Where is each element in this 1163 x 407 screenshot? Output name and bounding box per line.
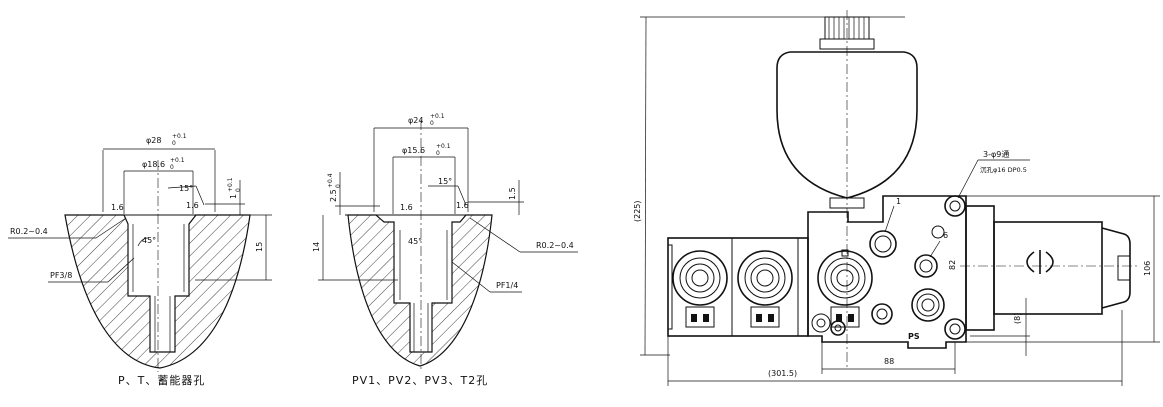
- section-b-depth-15: 1.5: [508, 187, 517, 200]
- section-a-caption: P、T、蓄能器孔: [118, 373, 205, 387]
- section-b-depth-25: 2.5: [329, 189, 338, 202]
- hole-note-1: 3-φ9通: [983, 149, 1009, 159]
- section-a-radius: R0.2~0.4: [10, 227, 48, 236]
- section-a-angle-45: 45°: [142, 236, 156, 245]
- dim-88: 88: [884, 357, 894, 366]
- section-b-dia-outer: φ24: [408, 116, 423, 125]
- section-b-dia-inner-tol-lower: 0: [436, 150, 440, 157]
- section-b-port-detail: φ24 +0.1 0 φ15.6 +0.1 0 15° 1.6 1.6 45° …: [312, 113, 578, 387]
- section-b-finish-2: 1.6: [456, 201, 469, 210]
- section-a-port-detail: φ28 +0.1 0 φ18.6 +0.1 0 15° 1.6 1.6 45° …: [8, 133, 272, 387]
- section-b-angle-15: 15°: [438, 177, 452, 186]
- section-b-dia-inner-tol-upper: +0.1: [436, 143, 451, 150]
- section-b-dia-inner: φ15.6: [402, 146, 425, 155]
- solenoid-coil-2: [737, 250, 793, 328]
- section-a-dia-inner-tol-lower: 0: [170, 164, 174, 171]
- section-b-depth-14: 14: [312, 242, 321, 252]
- section-a-finish-2: 1.6: [186, 201, 199, 210]
- motor: [960, 205, 1140, 331]
- section-a-depth-1: 1: [229, 194, 238, 199]
- section-b-dia-outer-tol-upper: +0.1: [430, 113, 445, 120]
- section-a-depth-15: 15: [255, 242, 264, 252]
- section-a-thread: PF3/8: [50, 271, 72, 280]
- section-b-depth-25-tol-upper: +0.4: [327, 173, 334, 188]
- section-a-dia-outer-tol-lower: 0: [172, 140, 176, 147]
- dim-8: (8): [1013, 313, 1022, 324]
- assembly-view: (225): [633, 10, 1160, 386]
- dim-height-total: (225): [633, 200, 642, 222]
- port-label-6: 6: [943, 231, 948, 240]
- port-fittings: [830, 195, 966, 340]
- section-b-depth-25-tol-lower: 0: [335, 184, 342, 188]
- section-b-angle-45: 45°: [408, 237, 422, 246]
- section-a-body: [64, 214, 251, 369]
- section-b-dia-outer-tol-lower: 0: [430, 120, 434, 127]
- dim-82: 82: [948, 260, 957, 270]
- solenoid-coil-1: [672, 250, 728, 328]
- port-label-1: 1: [896, 197, 901, 206]
- dim-width-total: (301.5): [768, 369, 797, 378]
- section-a-dia-inner-tol-upper: +0.1: [170, 157, 185, 164]
- section-b-caption: PV1、PV2、PV3、T2孔: [352, 374, 488, 387]
- hole-note-2: 沉孔φ16 DP0.5: [980, 166, 1027, 174]
- section-b-thread: PF1/4: [496, 281, 518, 290]
- manifold-block: [807, 195, 967, 349]
- section-a-dia-outer-tol-upper: +0.1: [172, 133, 187, 140]
- solenoid-coil-3: [811, 249, 873, 333]
- section-a-finish-1: 1.6: [111, 203, 124, 212]
- dim-106: 106: [1143, 261, 1152, 276]
- section-a-depth-1-tol-upper: +0.1: [227, 177, 234, 192]
- section-a-angle-15: 15°: [179, 184, 193, 193]
- port-label-ps: PS: [908, 332, 920, 341]
- section-a-dia-outer: φ28: [146, 136, 161, 145]
- section-b-body: [347, 214, 493, 367]
- section-a-dia-inner: φ18.6: [142, 160, 165, 169]
- section-b-finish-1: 1.6: [400, 203, 413, 212]
- section-b-radius: R0.2~0.4: [536, 241, 574, 250]
- section-a-depth-1-tol-lower: 0: [235, 188, 242, 192]
